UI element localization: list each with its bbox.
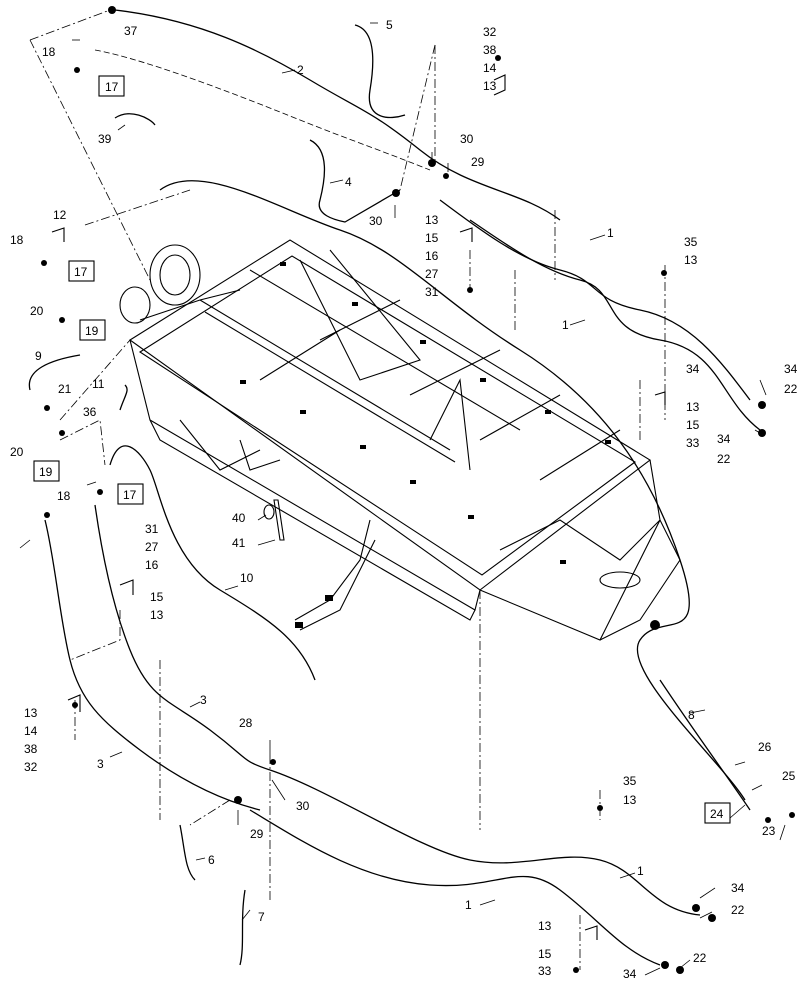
callout-13b: 13 [425,213,439,227]
callout-21: 21 [58,382,72,396]
parts [41,6,795,974]
callout-23: 23 [762,824,776,838]
callout-5: 5 [386,18,393,32]
callout-20b: 20 [10,445,24,459]
callout-12: 12 [53,208,67,222]
callout-30b: 30 [369,214,383,228]
callout-34c: 34 [717,432,731,446]
callout-labels: 5 2 37 18 17 39 32 38 14 13 30 4 29 30 1… [10,18,798,981]
callout-33b: 33 [538,964,552,978]
callout-37: 37 [124,24,138,38]
callout-30c: 30 [296,799,310,813]
callout-28: 28 [239,716,253,730]
callout-14: 14 [483,61,497,75]
callout-22d: 22 [693,951,707,965]
reference-lines [29,9,666,970]
callout-6: 6 [208,853,215,867]
callout-13h: 13 [538,919,552,933]
callout-8: 8 [688,708,695,722]
callout-15b: 15 [150,590,164,604]
callout-27b: 27 [145,540,159,554]
callout-40: 40 [232,511,246,525]
callout-38: 38 [483,43,497,57]
callout-3a: 3 [200,693,207,707]
callout-38b: 38 [24,742,38,756]
callout-1d: 1 [465,898,472,912]
callout-7: 7 [258,910,265,924]
callout-29b: 29 [250,827,264,841]
callout-1c: 1 [637,864,644,878]
callout-22b: 22 [717,452,731,466]
callout-39: 39 [98,132,112,146]
callout-1a: 1 [607,226,614,240]
callout-32b: 32 [24,760,38,774]
callout-20a: 20 [30,304,44,318]
callout-17-box: 17 [105,80,119,94]
frame-assembly [119,239,681,641]
callout-18b: 18 [10,233,24,247]
callout-14b: 14 [24,724,38,738]
callout-35b: 35 [623,774,637,788]
callout-19-box-a: 19 [85,324,99,338]
callout-25: 25 [782,769,796,783]
callout-41: 41 [232,536,246,550]
callout-36: 36 [83,405,97,419]
leader-lines [19,22,786,976]
callout-30a: 30 [460,132,474,146]
callout-13c: 13 [684,253,698,267]
callout-26: 26 [758,740,772,754]
callout-13a: 13 [483,79,497,93]
callout-35a: 35 [684,235,698,249]
callout-13d: 13 [150,608,164,622]
callout-15a: 15 [425,231,439,245]
callout-29a: 29 [471,155,485,169]
callout-18: 18 [42,45,56,59]
callout-22c: 22 [731,903,745,917]
callout-34d: 34 [731,881,745,895]
callout-34e: 34 [623,967,637,981]
callout-13e: 13 [686,400,700,414]
callout-13f: 13 [24,706,38,720]
callout-1b: 1 [562,318,569,332]
callout-2: 2 [297,63,304,77]
hose-assemblies [28,9,761,966]
callout-24-box: 24 [710,807,724,821]
callout-34b: 34 [784,362,798,376]
callout-4: 4 [345,175,352,189]
callout-16b: 16 [145,558,159,572]
callout-27a: 27 [425,267,439,281]
boxed-refs [33,75,731,824]
callout-19-box-b: 19 [39,465,53,479]
callout-33a: 33 [686,436,700,450]
callout-13g: 13 [623,793,637,807]
callout-17-box-b: 17 [74,265,88,279]
callout-15c: 15 [686,418,700,432]
callout-18c: 18 [57,489,71,503]
callout-16a: 16 [425,249,439,263]
callout-10: 10 [240,571,254,585]
callout-32: 32 [483,25,497,39]
callout-9: 9 [35,349,42,363]
callout-31a: 31 [425,285,439,299]
callout-3b: 3 [97,757,104,771]
callout-11: 11 [92,377,105,391]
callout-17-box-c: 17 [123,488,137,502]
callout-22a: 22 [784,382,798,396]
callout-31b: 31 [145,522,159,536]
callout-15d: 15 [538,947,552,961]
callout-34a: 34 [686,362,700,376]
